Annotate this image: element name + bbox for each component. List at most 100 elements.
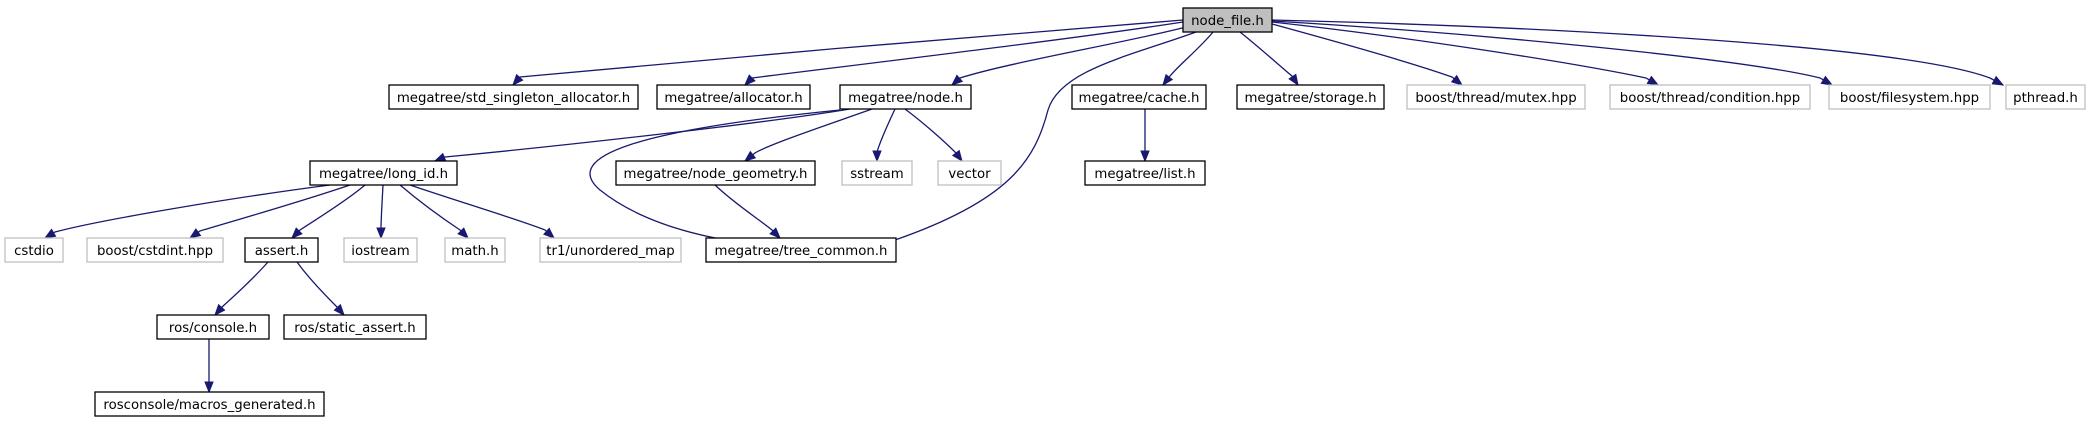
node-node-geometry[interactable]: megatree/node_geometry.h bbox=[615, 160, 816, 186]
arrowhead bbox=[744, 74, 756, 86]
node-box bbox=[656, 84, 811, 110]
edge-node-to-node_geometry bbox=[743, 108, 873, 162]
edge-long_id-to-assert bbox=[291, 184, 366, 239]
edge-node_file-to-storage bbox=[1239, 31, 1299, 87]
node-vector: vector bbox=[937, 160, 1002, 186]
arrowhead bbox=[1288, 73, 1299, 87]
node-box bbox=[94, 391, 325, 417]
edge-line bbox=[1271, 21, 1659, 86]
arrowhead bbox=[769, 227, 781, 239]
node-node-file[interactable]: node_file.h bbox=[1182, 7, 1273, 33]
edge-node_file-to-std_singleton_allocator bbox=[512, 19, 1184, 87]
node-mutex: boost/thread/mutex.hpp bbox=[1406, 84, 1586, 110]
edge-line bbox=[1271, 23, 1463, 86]
node-label: megatree/cache.h bbox=[1079, 91, 1200, 106]
node-label: boost/filesystem.hpp bbox=[1840, 91, 1979, 106]
node-box bbox=[839, 84, 972, 110]
nodes-layer: node_file.h megatree/std_singleton_alloca… bbox=[4, 7, 2086, 417]
node-math: math.h bbox=[444, 237, 506, 263]
node-macros-generated[interactable]: rosconsole/macros_generated.h bbox=[94, 391, 325, 417]
node-long-id[interactable]: megatree/long_id.h bbox=[309, 160, 458, 186]
arrowhead bbox=[743, 150, 757, 162]
edge-line bbox=[744, 108, 873, 162]
edge-line bbox=[189, 184, 351, 239]
node-label: pthread.h bbox=[2013, 91, 2078, 106]
node-console[interactable]: ros/console.h bbox=[156, 314, 270, 340]
node-box bbox=[283, 314, 427, 340]
node-tree-common[interactable]: megatree/tree_common.h bbox=[705, 237, 897, 263]
edge-node-to-sstream bbox=[872, 108, 896, 163]
arrowhead bbox=[291, 227, 303, 239]
node-box bbox=[388, 84, 639, 110]
edge-line bbox=[399, 184, 469, 239]
edge-line bbox=[296, 261, 345, 316]
node-cache[interactable]: megatree/cache.h bbox=[1071, 84, 1207, 110]
arrowhead bbox=[214, 303, 226, 317]
node-box bbox=[343, 237, 418, 263]
node-list[interactable]: megatree/list.h bbox=[1084, 160, 1206, 186]
node-allocator[interactable]: megatree/allocator.h bbox=[656, 84, 811, 110]
edge-line bbox=[951, 25, 1191, 86]
arrowhead bbox=[1646, 75, 1660, 86]
edge-cache-to-list bbox=[1140, 109, 1150, 163]
node-node[interactable]: megatree/node.h bbox=[839, 84, 972, 110]
node-label: math.h bbox=[451, 244, 498, 259]
edge-node-to-long_id bbox=[433, 108, 851, 162]
edge-line bbox=[744, 21, 1184, 86]
node-box bbox=[705, 237, 897, 263]
node-box bbox=[1236, 84, 1385, 110]
edge-assert-to-console bbox=[214, 261, 269, 317]
arrowhead bbox=[333, 303, 345, 317]
edge-line bbox=[291, 184, 366, 239]
node-label: sstream bbox=[850, 167, 904, 182]
arrowhead bbox=[1991, 75, 2005, 86]
node-box bbox=[1609, 84, 1811, 110]
node-assert[interactable]: assert.h bbox=[244, 237, 319, 263]
node-label: node_file.h bbox=[1191, 14, 1264, 29]
edge-line bbox=[214, 261, 269, 316]
edge-console-to-macros_generated bbox=[204, 339, 214, 394]
arrowhead bbox=[1820, 75, 1834, 86]
node-label: megatree/storage.h bbox=[1244, 91, 1376, 106]
node-box bbox=[615, 160, 816, 186]
edge-line bbox=[44, 184, 331, 239]
edge-node_file-to-mutex bbox=[1271, 23, 1464, 86]
node-box bbox=[841, 160, 913, 186]
arrowhead bbox=[204, 381, 214, 394]
edge-long_id-to-unordered_map bbox=[409, 184, 556, 239]
edge-long_id-to-cstdio bbox=[43, 184, 331, 239]
arrowhead bbox=[1450, 74, 1464, 86]
edge-line bbox=[904, 108, 963, 162]
edge-long_id-to-cstdint bbox=[188, 184, 351, 239]
arrowhead bbox=[872, 150, 882, 163]
node-label: boost/thread/condition.hpp bbox=[1620, 91, 1800, 106]
arrowhead bbox=[543, 227, 556, 239]
arrowhead bbox=[457, 227, 469, 239]
node-label: rosconsole/macros_generated.h bbox=[103, 398, 315, 413]
node-label: tr1/unordered_map bbox=[546, 244, 674, 259]
edge-node_file-to-pthread bbox=[1271, 19, 2005, 86]
edge-node_file-to-tree_common bbox=[878, 31, 1197, 249]
edge-line bbox=[589, 109, 841, 250]
node-label: ros/console.h bbox=[169, 321, 257, 336]
node-storage[interactable]: megatree/storage.h bbox=[1236, 84, 1385, 110]
node-label: boost/thread/mutex.hpp bbox=[1415, 91, 1576, 106]
edge-line bbox=[714, 184, 781, 239]
edge-line bbox=[1162, 31, 1214, 86]
edge-node-to-vector bbox=[904, 108, 963, 163]
arrowhead bbox=[376, 227, 386, 240]
edge-line bbox=[879, 31, 1197, 249]
edges-layer bbox=[43, 19, 2005, 394]
arrowhead bbox=[433, 152, 447, 162]
node-label: megatree/node_geometry.h bbox=[624, 167, 808, 182]
edge-node_file-to-node bbox=[950, 25, 1191, 86]
node-label: megatree/list.h bbox=[1094, 167, 1195, 182]
node-static-assert[interactable]: ros/static_assert.h bbox=[283, 314, 427, 340]
node-label: megatree/node.h bbox=[848, 91, 963, 106]
node-box bbox=[244, 237, 319, 263]
node-label: ros/static_assert.h bbox=[294, 321, 415, 336]
arrowhead bbox=[1162, 73, 1174, 87]
node-box bbox=[937, 160, 1002, 186]
node-std-singleton-allocator[interactable]: megatree/std_singleton_allocator.h bbox=[388, 84, 639, 110]
node-box bbox=[1828, 84, 1991, 110]
